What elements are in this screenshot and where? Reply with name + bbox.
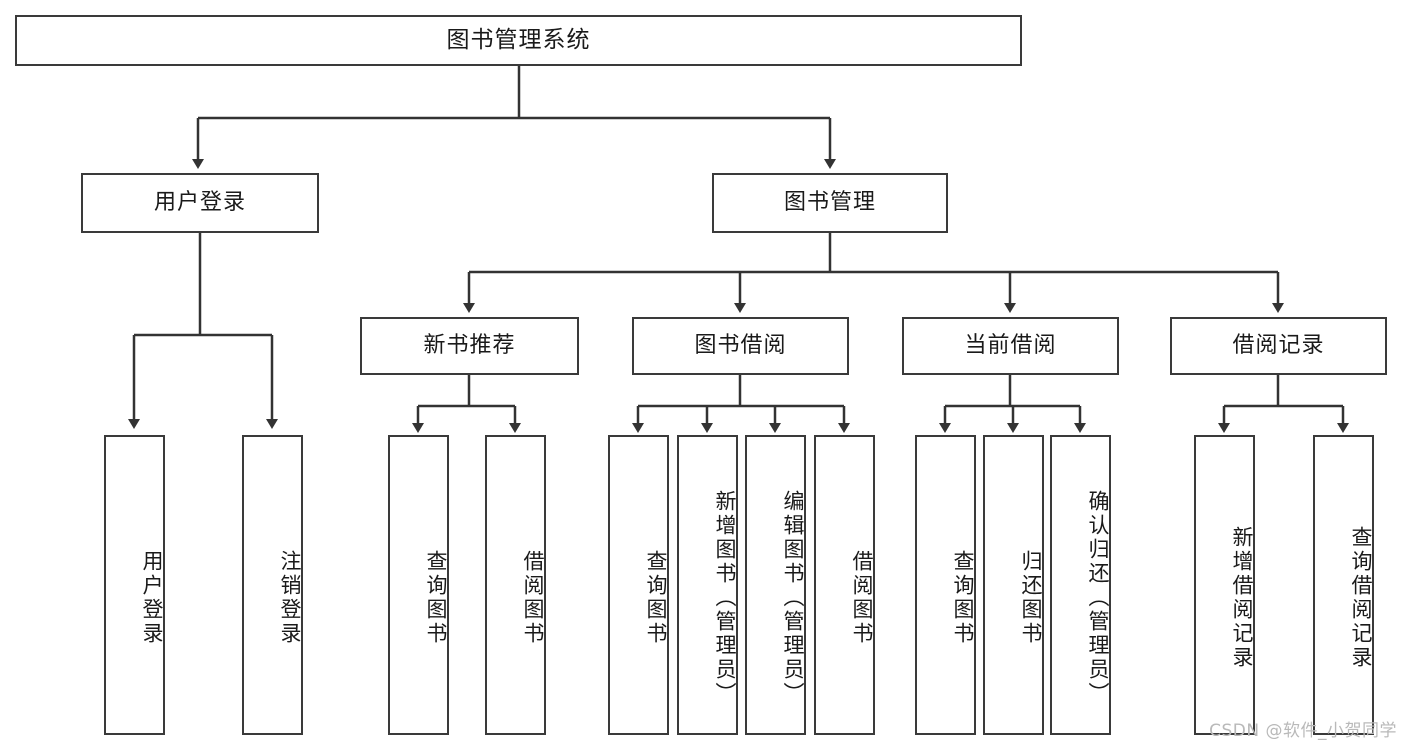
- node-root-system[interactable]: 图书管理系统: [15, 15, 1022, 66]
- node-label: 用户登录: [153, 189, 246, 215]
- node-label: 查询图书: [951, 550, 975, 646]
- node-label: 编辑图书（管理员）: [781, 490, 805, 706]
- leaf-book-borrow-edit[interactable]: 编辑图书（管理员）: [745, 435, 806, 735]
- node-label: 确认归还（管理员）: [1086, 490, 1110, 706]
- node-label: 查询借阅记录: [1349, 526, 1373, 670]
- node-label: 借阅图书: [521, 550, 545, 646]
- leaf-book-borrow-query[interactable]: 查询图书: [608, 435, 669, 735]
- node-label: 新增借阅记录: [1230, 526, 1254, 670]
- leaf-current-borrow-return[interactable]: 归还图书: [983, 435, 1044, 735]
- leaf-current-borrow-query[interactable]: 查询图书: [915, 435, 976, 735]
- leaf-user-login-login[interactable]: 用户登录: [104, 435, 165, 735]
- node-label: 当前借阅: [964, 332, 1057, 358]
- node-label: 新增图书（管理员）: [713, 490, 737, 706]
- leaf-book-borrow-add[interactable]: 新增图书（管理员）: [677, 435, 738, 735]
- node-book-borrow[interactable]: 图书借阅: [632, 317, 849, 375]
- leaf-book-borrow-borrow[interactable]: 借阅图书: [814, 435, 875, 735]
- leaf-current-borrow-confirm-return[interactable]: 确认归还（管理员）: [1050, 435, 1111, 735]
- node-label: 归还图书: [1019, 550, 1043, 646]
- leaf-borrow-record-query[interactable]: 查询借阅记录: [1313, 435, 1374, 735]
- leaf-borrow-record-add[interactable]: 新增借阅记录: [1194, 435, 1255, 735]
- node-label: 图书借阅: [694, 332, 787, 358]
- node-book-manage[interactable]: 图书管理: [712, 173, 948, 233]
- node-label: 图书管理: [783, 189, 876, 215]
- node-label: 新书推荐: [423, 332, 516, 358]
- node-label: 图书管理系统: [446, 26, 591, 53]
- node-label: 查询图书: [424, 550, 448, 646]
- node-label: 注销登录: [278, 550, 302, 646]
- leaf-new-book-query[interactable]: 查询图书: [388, 435, 449, 735]
- node-borrow-record[interactable]: 借阅记录: [1170, 317, 1387, 375]
- node-user-login[interactable]: 用户登录: [81, 173, 319, 233]
- node-label: 借阅图书: [850, 550, 874, 646]
- leaf-new-book-borrow[interactable]: 借阅图书: [485, 435, 546, 735]
- node-label: 用户登录: [140, 550, 164, 646]
- node-new-book-recommend[interactable]: 新书推荐: [360, 317, 579, 375]
- node-label: 查询图书: [644, 550, 668, 646]
- node-label: 借阅记录: [1232, 332, 1325, 358]
- node-current-borrow[interactable]: 当前借阅: [902, 317, 1119, 375]
- leaf-user-login-logout[interactable]: 注销登录: [242, 435, 303, 735]
- csdn-watermark: CSDN @软件_小贺同学: [1209, 721, 1397, 741]
